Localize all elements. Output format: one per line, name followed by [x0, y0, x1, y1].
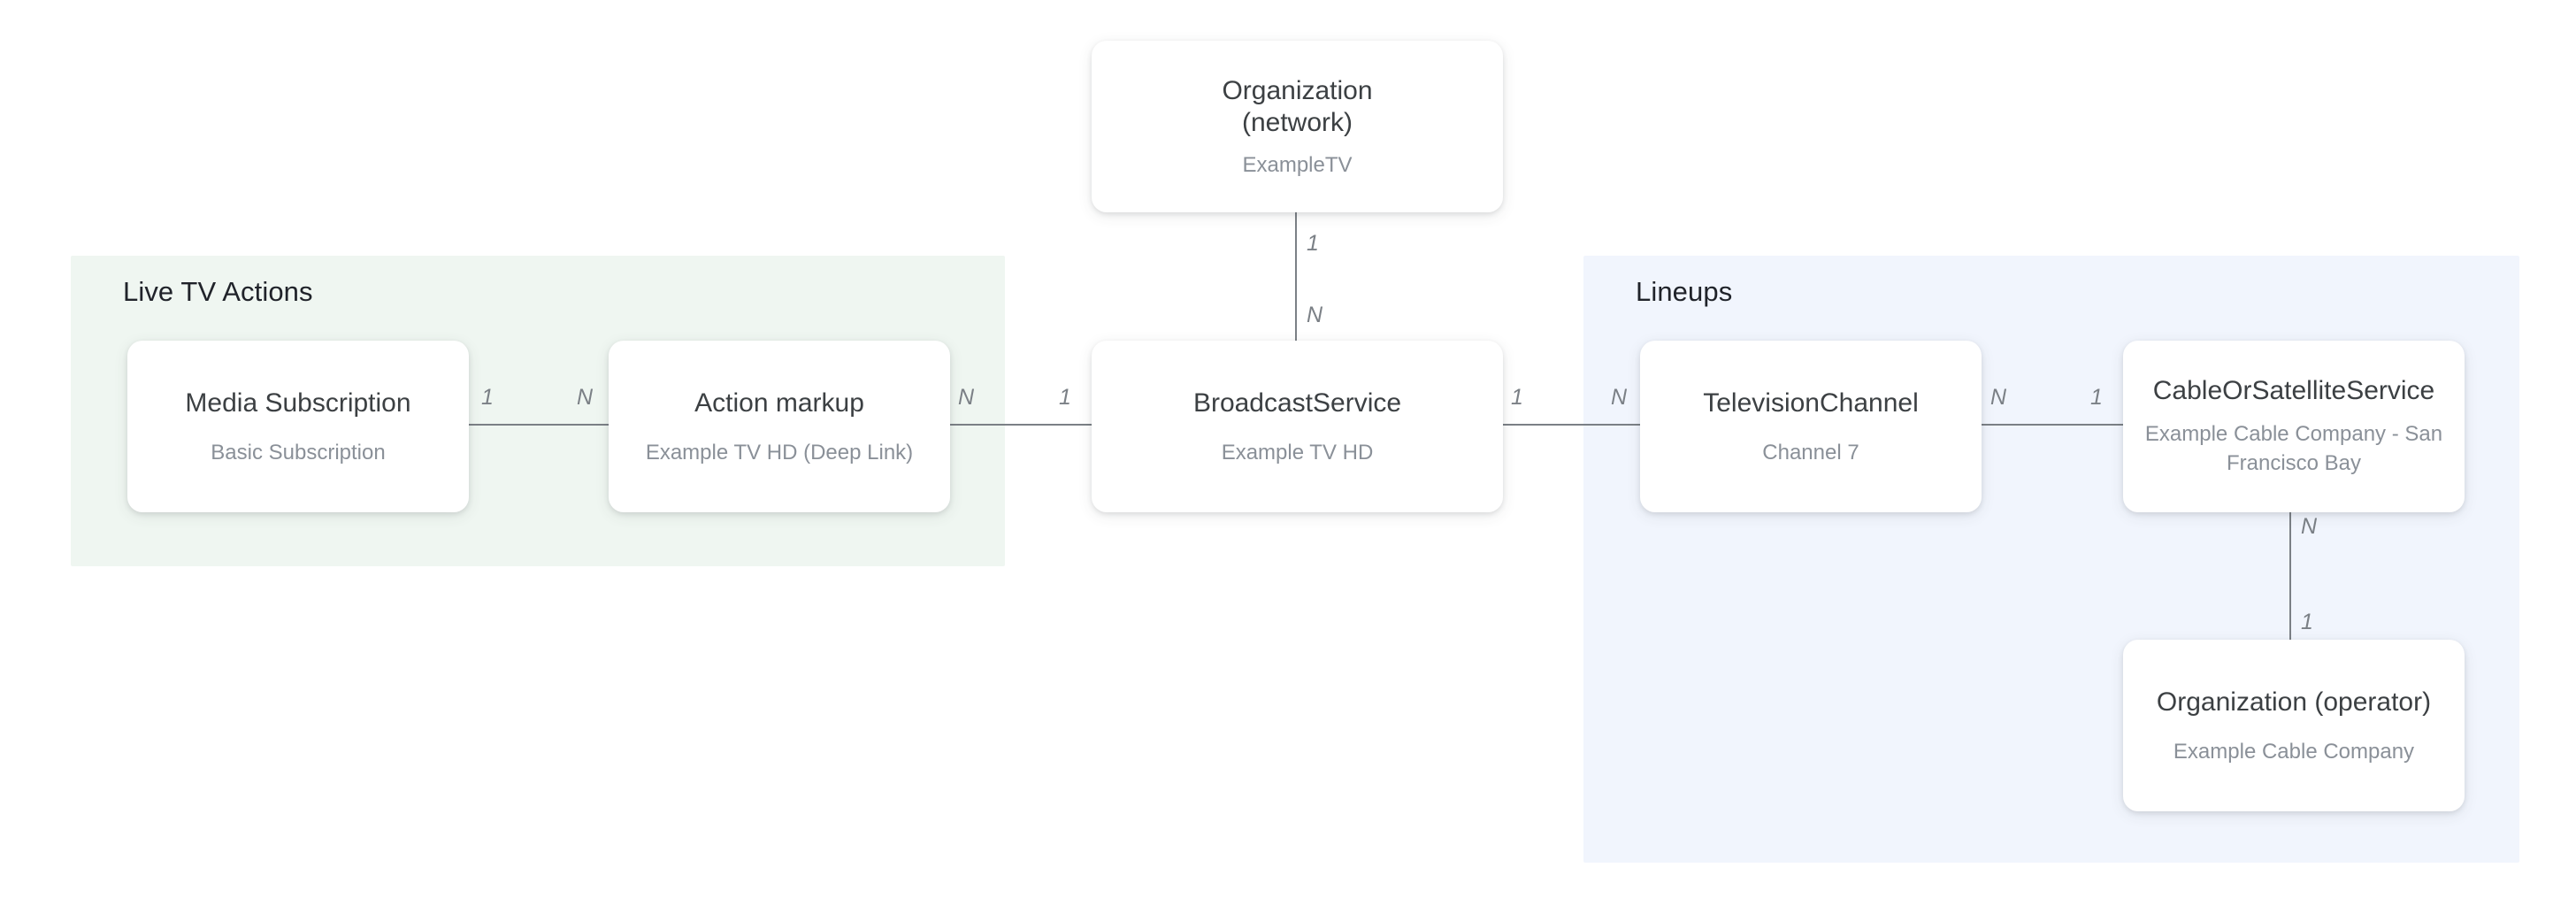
edge-label-television-channel-to-cable-or-satellite-service-to: 1 — [2090, 385, 2103, 410]
node-organization-operator-title: Organization (operator) — [2156, 687, 2432, 717]
connector-media-subscription-action-markup — [464, 424, 609, 426]
node-television-channel[interactable]: TelevisionChannel Channel 7 — [1640, 341, 1982, 512]
edge-label-organization-network-to-broadcast-service-to: N — [1307, 303, 1323, 327]
edge-label-action-markup-to-broadcast-service-to: 1 — [1059, 385, 1071, 410]
node-television-channel-title: TelevisionChannel — [1703, 388, 1919, 418]
edge-label-broadcast-service-to-television-channel-to: N — [1611, 385, 1628, 410]
connector-broadcast-service-television-channel — [1499, 424, 1640, 426]
connector-action-markup-broadcast-service — [948, 424, 1092, 426]
group-lineups-title: Lineups — [1636, 276, 1733, 307]
node-cable-or-satellite-service-title: CableOrSatelliteService — [2152, 376, 2435, 405]
node-media-subscription-subtitle: Basic Subscription — [211, 440, 386, 465]
node-organization-network-title-line2: (network) — [1241, 107, 1353, 137]
node-broadcast-service-subtitle: Example TV HD — [1221, 440, 1374, 465]
connector-cable-or-satellite-service-organization-operator — [2289, 509, 2291, 641]
edge-label-cable-or-satellite-service-to-organization-operator-to: 1 — [2301, 610, 2313, 634]
node-broadcast-service[interactable]: BroadcastService Example TV HD — [1092, 341, 1503, 512]
node-television-channel-subtitle: Channel 7 — [1762, 440, 1859, 465]
node-organization-network-subtitle: ExampleTV — [1242, 152, 1353, 177]
node-organization-operator-subtitle: Example Cable Company — [2173, 739, 2415, 764]
node-cable-or-satellite-service[interactable]: CableOrSatelliteService Example Cable Co… — [2123, 341, 2465, 512]
edge-label-media-subscription-to-action-markup-to: N — [577, 385, 594, 410]
node-action-markup-subtitle: Example TV HD (Deep Link) — [645, 440, 914, 465]
node-organization-network-title-line1: Organization — [1222, 75, 1373, 105]
edge-label-media-subscription-to-action-markup-from: 1 — [481, 385, 494, 410]
edge-label-organization-network-to-broadcast-service-from: 1 — [1307, 231, 1319, 256]
node-organization-network[interactable]: Organization (network) ExampleTV — [1092, 41, 1503, 212]
node-media-subscription-title: Media Subscription — [185, 388, 411, 418]
node-action-markup[interactable]: Action markup Example TV HD (Deep Link) — [609, 341, 950, 512]
group-live-tv-actions-title: Live TV Actions — [123, 276, 313, 307]
edge-label-broadcast-service-to-television-channel-from: 1 — [1511, 385, 1523, 410]
edge-label-cable-or-satellite-service-to-organization-operator-from: N — [2301, 514, 2318, 539]
node-broadcast-service-title: BroadcastService — [1192, 388, 1402, 418]
connector-organization-network-broadcast-service — [1295, 211, 1297, 341]
node-media-subscription[interactable]: Media Subscription Basic Subscription — [127, 341, 469, 512]
node-organization-operator[interactable]: Organization (operator) Example Cable Co… — [2123, 640, 2465, 811]
node-organization-network-title: Organization (network) — [1222, 75, 1372, 139]
node-cable-or-satellite-service-subtitle: Example Cable Company - San Francisco Ba… — [2144, 422, 2443, 475]
edge-label-action-markup-to-broadcast-service-from: N — [958, 385, 975, 410]
edge-label-television-channel-to-cable-or-satellite-service-from: N — [1990, 385, 2007, 410]
connector-television-channel-cable-or-satellite-service — [1982, 424, 2125, 426]
node-action-markup-title: Action markup — [694, 388, 864, 418]
